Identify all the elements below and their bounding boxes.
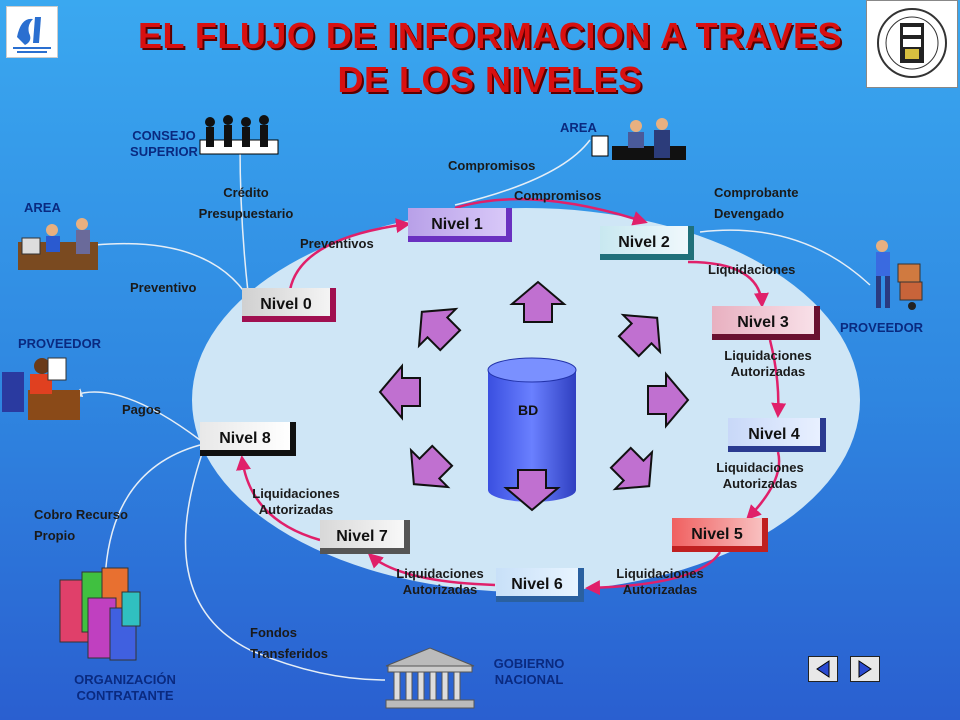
liq-aut-6-7-line-1: Liquidaciones <box>396 566 484 581</box>
area-left-illustration <box>18 218 98 270</box>
next-slide-button[interactable] <box>850 656 880 682</box>
flow-label-liquidaciones: Liquidaciones <box>708 262 796 277</box>
flow-label-credito: Crédito Presupuestario <box>186 182 306 224</box>
level-node-2: Nivel 2 <box>600 226 694 260</box>
flow-label-cobro: Cobro Recurso Propio <box>34 504 128 546</box>
inner-arrow-downleft <box>409 444 454 489</box>
title-line-2: DE LOS NIVELES <box>337 59 643 100</box>
comprobante-line-2: Devengado <box>714 206 785 221</box>
connector-cobro <box>104 444 201 581</box>
connector-area-top <box>454 139 591 206</box>
proveedor-right-illustration <box>876 240 923 310</box>
actor-area-left-label: AREA <box>24 200 61 215</box>
left-arrow-icon <box>816 660 830 678</box>
flow-n3-n4 <box>768 339 787 418</box>
actor-consejo-label: CONSEJO SUPERIOR <box>120 128 208 160</box>
gobierno-illustration <box>385 647 475 709</box>
connector-area-left <box>94 242 251 301</box>
liq-aut-5-6-line-2: Autorizadas <box>622 582 698 597</box>
inner-arrow-left <box>378 363 421 421</box>
flow-n4-n5 <box>745 451 781 521</box>
consejo-line-2: SUPERIOR <box>130 144 198 159</box>
flow-label-compromisos-top: Compromisos <box>448 158 536 173</box>
actor-area-top-label: AREA <box>560 120 597 135</box>
flow-label-liq-aut-6-7: Liquidaciones Autorizadas <box>384 566 496 598</box>
flow-n6-n7 <box>367 552 496 587</box>
flow-n2-n3 <box>687 260 769 308</box>
actor-proveedor-left-label: PROVEEDOR <box>18 336 102 351</box>
title-line-1: EL FLUJO DE INFORMACION A TRAVES <box>137 15 843 56</box>
organizacion-line-1: ORGANIZACIÓN <box>74 672 176 687</box>
liq-aut-6-7-line-2: Autorizadas <box>402 582 478 597</box>
comprobante-line-1: Comprobante <box>714 185 799 200</box>
level-node-3: Nivel 3 <box>712 306 820 340</box>
level-node-6: Nivel 6 <box>496 568 584 602</box>
consejo-illustration <box>199 115 279 155</box>
gobierno-line-2: NACIONAL <box>494 672 564 687</box>
flow-label-compromisos-inner: Compromisos <box>514 188 602 203</box>
liq-aut-3-4-line-1: Liquidaciones <box>724 348 812 363</box>
flow-label-liq-aut-3-4: Liquidaciones Autorizadas <box>712 348 824 380</box>
gobierno-line-1: GOBIERNO <box>493 656 565 671</box>
page-title: EL FLUJO DE INFORMACION A TRAVES DE LOS … <box>120 14 860 102</box>
liq-aut-3-4-line-2: Autorizadas <box>730 364 806 379</box>
liq-aut-7-8-line-1: Liquidaciones <box>252 486 340 501</box>
database-label: BD <box>518 402 539 418</box>
cobro-line-1: Cobro Recurso <box>34 507 128 522</box>
inner-arrow-up <box>509 280 567 323</box>
flow-label-comprobante: Comprobante Devengado <box>714 182 799 224</box>
level-node-0: Nivel 0 <box>242 288 336 322</box>
connector-consejo <box>239 144 249 293</box>
flow-n5-n6 <box>585 551 722 596</box>
level-node-8: Nivel 8 <box>200 422 296 456</box>
inner-arrow-right <box>647 371 690 429</box>
consejo-line-1: CONSEJO <box>132 128 196 143</box>
organizacion-line-2: CONTRATANTE <box>76 688 174 703</box>
actor-gobierno-label: GOBIERNO NACIONAL <box>484 656 574 688</box>
actor-proveedor-right-label: PROVEEDOR <box>840 320 924 335</box>
seal-logo <box>866 0 958 88</box>
credito-line-1: Crédito <box>223 185 269 200</box>
database-cylinder <box>487 357 577 502</box>
connector-pagos <box>73 388 201 441</box>
credito-line-2: Presupuestario <box>198 206 294 221</box>
right-arrow-icon <box>858 660 872 678</box>
liq-aut-4-5-line-1: Liquidaciones <box>716 460 804 475</box>
fondos-line-2: Transferidos <box>250 646 329 661</box>
cobro-line-2: Propio <box>34 528 76 543</box>
inner-arrow-down <box>503 469 561 512</box>
proveedor-left-illustration <box>2 357 80 420</box>
area-top-illustration <box>591 118 686 160</box>
organizacion-illustration <box>59 567 141 661</box>
liq-aut-7-8-line-2: Autorizadas <box>258 502 334 517</box>
actor-organizacion-label: ORGANIZACIÓN CONTRATANTE <box>60 672 190 704</box>
connector-proveedor-right <box>699 229 871 286</box>
flow-label-preventivos: Preventivos <box>300 236 374 251</box>
institution-logo <box>6 6 58 58</box>
level-node-4: Nivel 4 <box>728 418 826 452</box>
flow-label-preventivo: Preventivo <box>130 280 197 295</box>
previous-slide-button[interactable] <box>808 656 838 682</box>
flow-label-fondos: Fondos Transferidos <box>250 622 328 664</box>
inner-arrow-downright <box>609 446 654 491</box>
flow-n7-n8 <box>236 455 321 542</box>
inner-arrow-upleft <box>417 307 462 352</box>
flow-label-liq-aut-4-5: Liquidaciones Autorizadas <box>704 460 816 492</box>
level-node-5: Nivel 5 <box>672 518 768 552</box>
fondos-line-1: Fondos <box>250 625 297 640</box>
flow-label-pagos: Pagos <box>122 402 162 417</box>
flow-n0-n1 <box>288 218 411 291</box>
liq-aut-4-5-line-2: Autorizadas <box>722 476 798 491</box>
liq-aut-5-6-line-1: Liquidaciones <box>616 566 704 581</box>
inner-arrow-upright <box>617 313 662 358</box>
level-node-1: Nivel 1 <box>408 208 512 242</box>
level-node-7: Nivel 7 <box>320 520 410 554</box>
flow-n1-n2 <box>454 197 648 226</box>
flow-label-liq-aut-7-8: Liquidaciones Autorizadas <box>240 486 352 518</box>
flow-label-liq-aut-5-6: Liquidaciones Autorizadas <box>604 566 716 598</box>
connector-fondos <box>184 444 386 681</box>
